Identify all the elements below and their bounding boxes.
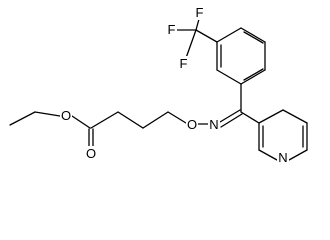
bond-c-f3 (185, 29, 197, 59)
atom-o-carbonyl: O (85, 146, 97, 161)
bond-chain-4 (167, 111, 187, 124)
atom-f3: F (178, 56, 189, 71)
bond-ph-1 (240, 69, 266, 85)
molecule-structure: O O O N N F F F (9, 5, 308, 165)
bond-cn-double-a (219, 109, 241, 123)
bond-cn-double-b (220, 113, 243, 128)
atom-label-f2: F (196, 5, 204, 20)
atom-f2: F (194, 5, 205, 20)
atom-label-n-pyridine: N (278, 150, 287, 165)
atom-n-oxime: N (208, 117, 220, 132)
bond-ph-3 (240, 27, 266, 43)
bond-py-3 (288, 149, 308, 161)
atom-o-ester: O (60, 108, 72, 123)
bond-ar-cf3 (195, 29, 218, 43)
atom-label-layer: O O O N N F F F (60, 5, 289, 165)
atom-label-o-ester: O (61, 108, 71, 123)
bond-ph-4 (216, 27, 242, 43)
atom-label-f1: F (168, 22, 176, 37)
bond-o-carbonyl-c (71, 115, 91, 129)
atom-label-o-carbonyl: O (86, 146, 96, 161)
atom-label-n-oxime: N (209, 117, 218, 132)
bond-ethyl-ch3 (9, 111, 36, 126)
bond-py-5 (282, 109, 308, 124)
bond-c-f2 (195, 18, 200, 31)
bond-ph-1-inner (243, 68, 264, 81)
atom-n-pyridine: N (277, 150, 289, 165)
bond-ph-3-inner (243, 31, 264, 44)
bond-chain-3 (142, 111, 169, 129)
bond-chain-1 (90, 111, 119, 129)
bond-c-pyridyl (240, 111, 260, 124)
atom-label-f3: F (180, 56, 188, 71)
bond-chain-2 (117, 111, 144, 129)
atom-f1: F (166, 22, 177, 37)
bond-py-2 (258, 149, 278, 161)
atom-o-oxime: O (186, 117, 198, 132)
bond-layer (9, 18, 308, 161)
atom-label-o-oxime: O (187, 117, 197, 132)
bond-py-6 (258, 109, 284, 124)
bond-ph-6 (216, 69, 242, 85)
bond-ethyl-o (34, 111, 61, 117)
